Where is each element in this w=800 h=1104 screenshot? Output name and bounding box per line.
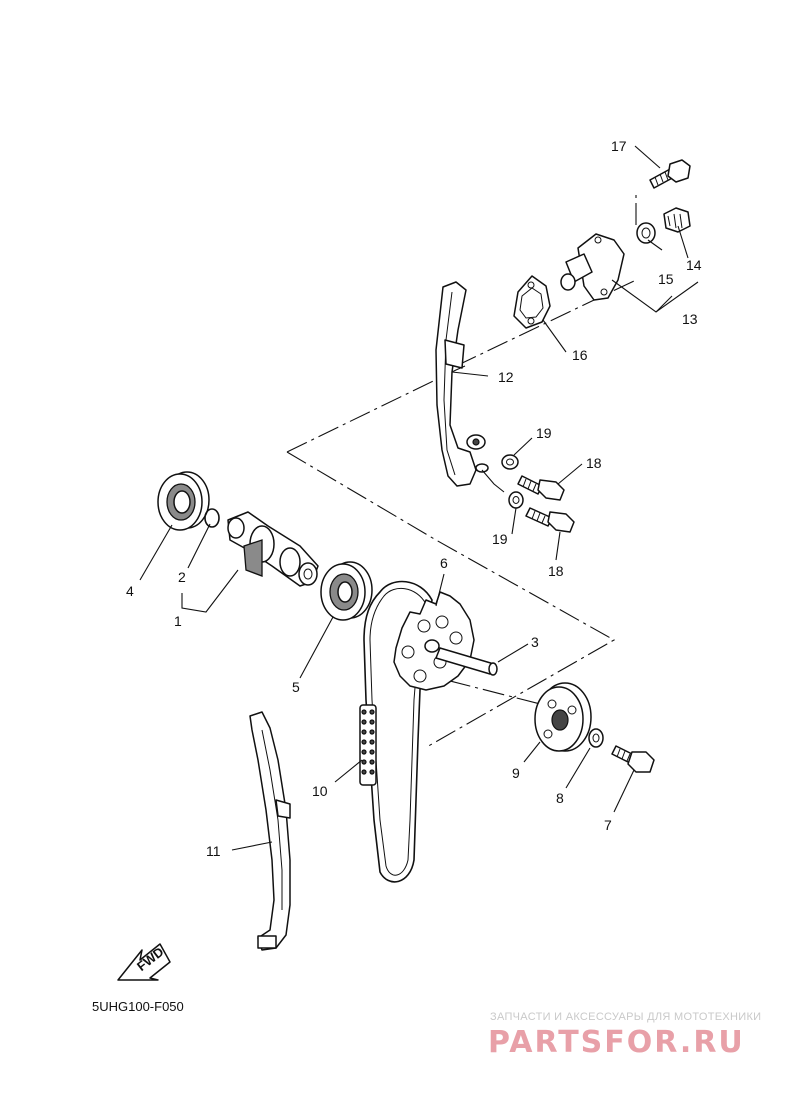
part-12-chain-guide bbox=[435, 281, 489, 487]
part-4-bearing bbox=[157, 471, 210, 531]
part-18-bolt-lower bbox=[525, 507, 575, 533]
callout-19-upper: 19 bbox=[536, 425, 552, 441]
callout-5: 5 bbox=[292, 679, 300, 695]
part-11-chain-guide bbox=[249, 711, 291, 951]
callout-2: 2 bbox=[178, 569, 186, 585]
callout-14: 14 bbox=[686, 257, 702, 273]
part-9-plate bbox=[534, 682, 592, 752]
part-10-timing-chain bbox=[359, 580, 433, 883]
part-15-washer bbox=[636, 222, 656, 244]
callout-16: 16 bbox=[572, 347, 588, 363]
callout-11: 11 bbox=[206, 843, 221, 859]
drawing-code: 5UHG100-F050 bbox=[92, 999, 184, 1014]
part-7-bolt bbox=[611, 745, 655, 773]
callout-1: 1 bbox=[174, 613, 182, 629]
callout-3: 3 bbox=[531, 634, 539, 650]
callout-17: 17 bbox=[611, 138, 627, 154]
leader-lines bbox=[139, 145, 699, 851]
part-6-cam-sprocket bbox=[393, 591, 475, 691]
part-1-camshaft bbox=[227, 511, 319, 587]
fwd-arrow-icon: FWD bbox=[117, 943, 171, 981]
part-18-bolt-upper bbox=[517, 475, 565, 501]
chain-links bbox=[359, 704, 377, 786]
part-19-washer-lower bbox=[508, 491, 524, 509]
part-13-tensioner-assembly bbox=[560, 233, 625, 301]
part-5-bearing bbox=[320, 561, 373, 621]
callout-18-upper: 18 bbox=[586, 455, 602, 471]
callout-18-lower: 18 bbox=[548, 563, 564, 579]
watermark-brand-logo: PARTSFOR.RU bbox=[488, 1025, 745, 1060]
watermark: ЗАПЧАСТИ И АКСЕССУАРЫ ДЛЯ МОТОТЕХНИКИ PA… bbox=[488, 1011, 761, 1060]
part-3-pin bbox=[435, 647, 498, 676]
part-8-washer bbox=[588, 728, 604, 748]
callout-8: 8 bbox=[556, 790, 564, 806]
callout-6: 6 bbox=[440, 555, 448, 571]
part-17-bolt bbox=[649, 159, 691, 189]
part-14-plug-bolt bbox=[663, 207, 691, 233]
callout-13: 13 bbox=[682, 311, 698, 327]
part-16-gasket bbox=[513, 275, 551, 329]
callout-9: 9 bbox=[512, 765, 520, 781]
callout-10: 10 bbox=[312, 783, 328, 799]
part-2-o-ring bbox=[204, 508, 220, 528]
callout-15: 15 bbox=[658, 271, 674, 287]
callout-12: 12 bbox=[498, 369, 514, 385]
part-19-washer-upper bbox=[501, 454, 519, 470]
callout-7: 7 bbox=[604, 817, 612, 833]
watermark-tagline: ЗАПЧАСТИ И АКСЕССУАРЫ ДЛЯ МОТОТЕХНИКИ bbox=[490, 1011, 761, 1023]
callout-4: 4 bbox=[126, 583, 134, 599]
callout-19-lower: 19 bbox=[492, 531, 508, 547]
callout-labels: 17 14 15 13 16 12 19 18 19 18 4 2 1 5 6 … bbox=[126, 138, 702, 859]
